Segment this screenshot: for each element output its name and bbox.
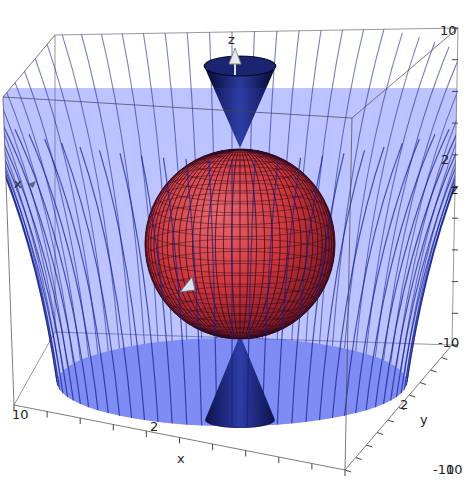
axis-label: 2 <box>441 153 449 166</box>
axis-label: x <box>14 177 22 190</box>
axis-label: 10 <box>440 24 457 37</box>
axis-label: 10 <box>12 408 29 421</box>
axis-label: z <box>228 33 235 46</box>
paraboloid-surface <box>0 88 467 426</box>
axis-label: z <box>451 183 458 196</box>
axis-label: 2 <box>150 420 158 433</box>
axis-label: 10 <box>446 463 463 476</box>
axis-label: 2 <box>400 398 408 411</box>
axis-label: y <box>420 413 428 426</box>
axis-label: x <box>177 452 185 465</box>
axis-label: -10 <box>438 336 459 349</box>
axis-arrow <box>229 48 241 64</box>
